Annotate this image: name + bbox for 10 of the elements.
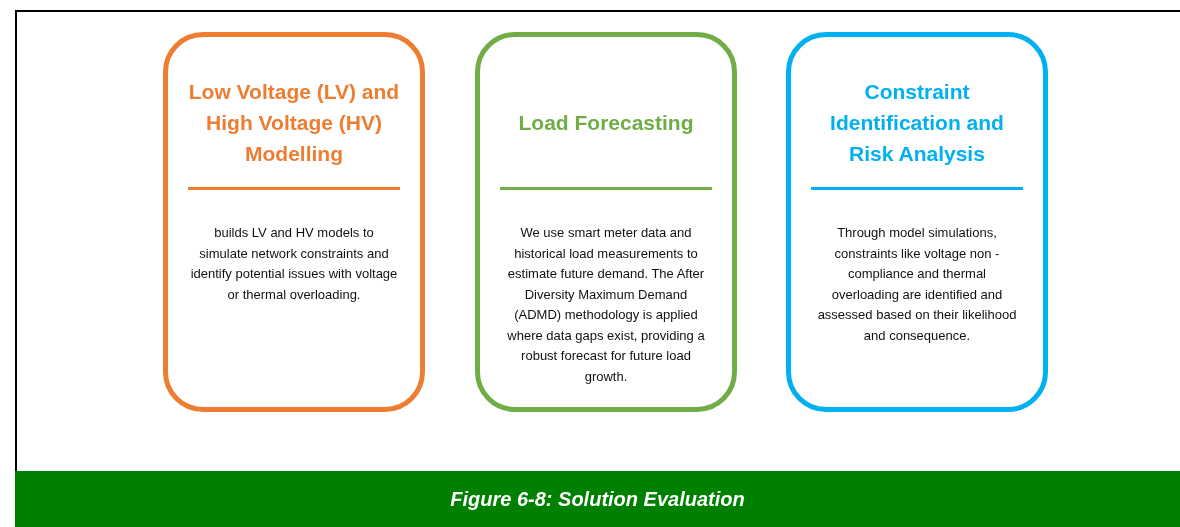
- card-description: We use smart meter data and historical load measurements to estimate future demand. The After Diversity Maximum Demand (ADMD) methodology is applied where data gaps exist, providing a robust forecast for future load growth.: [506, 224, 706, 386]
- card: [786, 32, 1048, 412]
- card-description: Through model simulations, constraints like voltage non - compliance and thermal overloading are identified and assessed based on their likelihood and consequence.: [816, 224, 1018, 345]
- caption: Figure 6-8: Solution Evaluation: [450, 487, 745, 511]
- card: [475, 32, 737, 412]
- card-heading: Constraint Identification and Risk Analysis: [829, 78, 1005, 167]
- card-heading: Low Voltage (LV) and High Voltage (HV) Modelling: [188, 78, 400, 167]
- card-heading: Load Forecasting: [518, 109, 694, 136]
- card: [163, 32, 425, 412]
- card-description: builds LV and HV models to simulate network constraints and identify potential issues with voltage or thermal overloading.: [190, 224, 398, 304]
